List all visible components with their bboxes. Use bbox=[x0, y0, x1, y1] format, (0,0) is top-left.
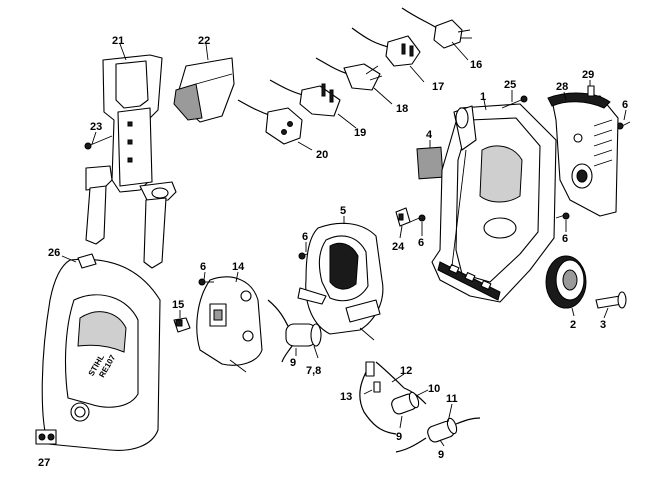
part-21-handle bbox=[85, 54, 177, 269]
part-9-motor-unit bbox=[267, 299, 322, 363]
callout-numbers: 21 22 23 16 17 18 19 20 1 4 25 28 29 6 5… bbox=[38, 35, 628, 469]
part-18-power-cord bbox=[315, 57, 383, 91]
callout-27: 27 bbox=[38, 457, 50, 469]
callout-25: 25 bbox=[504, 79, 516, 91]
part-5-pump-housing bbox=[297, 222, 384, 341]
part-15-switch bbox=[173, 317, 191, 333]
callout-17: 17 bbox=[432, 81, 444, 93]
callout-14: 14 bbox=[232, 261, 245, 273]
part-28-side-panel bbox=[547, 92, 619, 217]
callout-5: 5 bbox=[340, 205, 346, 217]
part-6-screw-a bbox=[198, 278, 214, 286]
callout-15: 15 bbox=[172, 299, 184, 311]
callout-6c: 6 bbox=[418, 237, 424, 249]
part-20-power-cord bbox=[237, 99, 303, 145]
callout-9c: 9 bbox=[438, 449, 444, 461]
part-2-wheel bbox=[545, 255, 587, 309]
callout-23: 23 bbox=[90, 121, 102, 133]
leader-lines bbox=[61, 41, 627, 447]
part-6-screw-c bbox=[409, 214, 426, 223]
callout-9b: 9 bbox=[396, 431, 402, 443]
callout-13: 13 bbox=[340, 391, 352, 403]
part-1-main-housing bbox=[431, 103, 557, 303]
callout-22: 22 bbox=[198, 35, 210, 47]
callout-6b: 6 bbox=[302, 231, 308, 243]
callout-12: 12 bbox=[400, 365, 412, 377]
callout-18: 18 bbox=[396, 103, 408, 115]
callout-7-8: 7,8 bbox=[306, 365, 321, 377]
part-29-pin bbox=[587, 85, 595, 97]
callout-1: 1 bbox=[480, 91, 486, 103]
part-11-sleeve bbox=[395, 417, 481, 453]
part-24-clip bbox=[395, 207, 411, 227]
part-22-funnel bbox=[173, 57, 235, 123]
callout-6e: 6 bbox=[622, 99, 628, 111]
callout-6a: 6 bbox=[200, 261, 206, 273]
part-25-screw bbox=[501, 95, 528, 109]
part-14-motor-cover bbox=[196, 276, 263, 373]
callout-16: 16 bbox=[470, 59, 482, 71]
part-19-power-cord bbox=[269, 79, 341, 117]
part-17-power-cord bbox=[351, 27, 421, 67]
part-6-screw-d bbox=[555, 212, 570, 220]
callout-4: 4 bbox=[426, 129, 433, 141]
part-27-badge bbox=[35, 429, 57, 445]
callout-10: 10 bbox=[428, 383, 440, 395]
callout-6d: 6 bbox=[562, 233, 568, 245]
part-10-sleeve bbox=[391, 391, 420, 415]
callout-19: 19 bbox=[354, 127, 366, 139]
part-16-power-cord bbox=[401, 7, 472, 49]
part-23-screw bbox=[84, 135, 113, 150]
callout-21: 21 bbox=[112, 35, 124, 47]
callout-20: 20 bbox=[316, 149, 328, 161]
callout-11: 11 bbox=[446, 393, 458, 405]
callout-28: 28 bbox=[556, 81, 568, 93]
callout-2: 2 bbox=[570, 319, 576, 331]
callout-9a: 9 bbox=[290, 357, 296, 369]
part-4-label bbox=[416, 146, 444, 180]
callout-3: 3 bbox=[600, 319, 606, 331]
part-26-front-cover: STIHL RE107 bbox=[41, 253, 161, 451]
part-3-axle-pin bbox=[595, 291, 627, 309]
callout-29: 29 bbox=[582, 69, 594, 81]
part-6-screw-e bbox=[616, 121, 631, 130]
callout-24: 24 bbox=[392, 241, 405, 253]
callout-26: 26 bbox=[48, 247, 60, 259]
